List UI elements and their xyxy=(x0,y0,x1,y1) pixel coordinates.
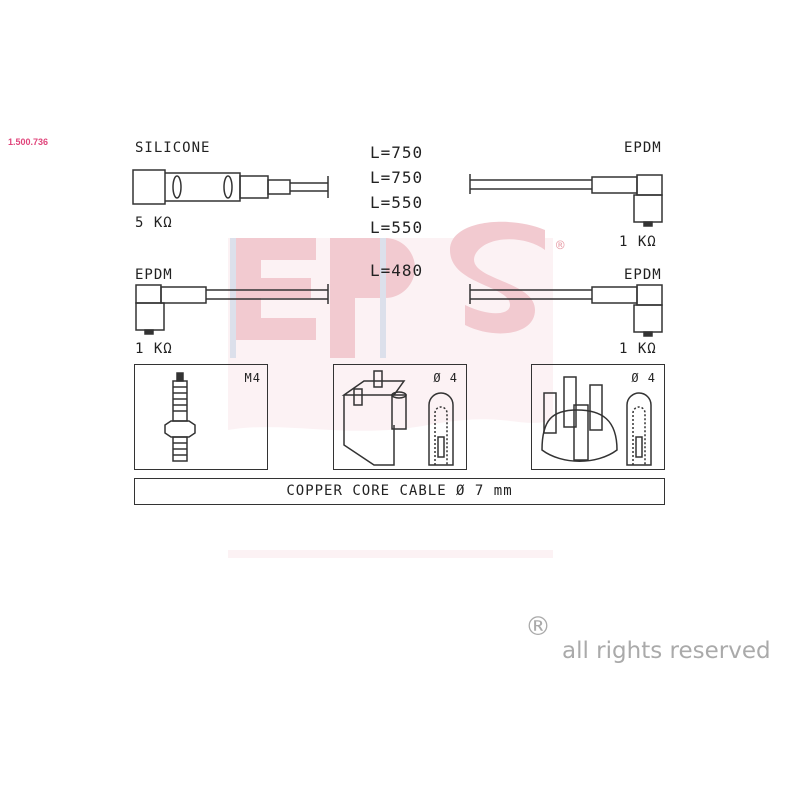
epdm-angled-boot-left xyxy=(135,284,329,335)
distributor-cap-box: Ø 4 xyxy=(531,364,665,470)
spark-plug-thread: M4 xyxy=(244,371,261,385)
cable-4-material: EPDM xyxy=(624,267,662,283)
svg-text:®: ® xyxy=(556,238,565,254)
ignition-coil-icon xyxy=(341,370,454,466)
cable-1-material: SILICONE xyxy=(135,140,211,156)
cable-3-material: EPDM xyxy=(624,140,662,156)
silicone-straight-boot xyxy=(132,169,329,205)
cable-2-material: EPDM xyxy=(135,267,173,283)
epdm-angled-boot-right-top xyxy=(469,174,663,227)
part-number: 1.500.736 xyxy=(8,137,49,147)
length-2: L=750 xyxy=(370,168,424,187)
rights-text: all rights reserved xyxy=(562,638,771,664)
distributor-terminal-size: Ø 4 xyxy=(631,371,656,385)
length-5: L=480 xyxy=(370,261,424,280)
ignition-coil-box: Ø 4 xyxy=(333,364,467,470)
length-3: L=550 xyxy=(370,193,424,212)
cable-3-resistance: 1 KΩ xyxy=(619,234,657,250)
epdm-angled-boot-right-bottom xyxy=(469,284,663,337)
spark-plug-icon xyxy=(164,372,196,462)
length-1: L=750 xyxy=(370,143,424,162)
cable-spec: COPPER CORE CABLE Ø 7 mm xyxy=(134,478,665,505)
length-4: L=550 xyxy=(370,218,424,237)
coil-terminal-size: Ø 4 xyxy=(433,371,458,385)
cable-4-resistance: 1 KΩ xyxy=(619,341,657,357)
registered-mark: ® xyxy=(525,612,551,642)
distributor-cap-icon xyxy=(541,376,652,466)
spark-plug-box: M4 xyxy=(134,364,268,470)
cable-1-resistance: 5 KΩ xyxy=(135,215,173,231)
cable-2-resistance: 1 KΩ xyxy=(135,341,173,357)
